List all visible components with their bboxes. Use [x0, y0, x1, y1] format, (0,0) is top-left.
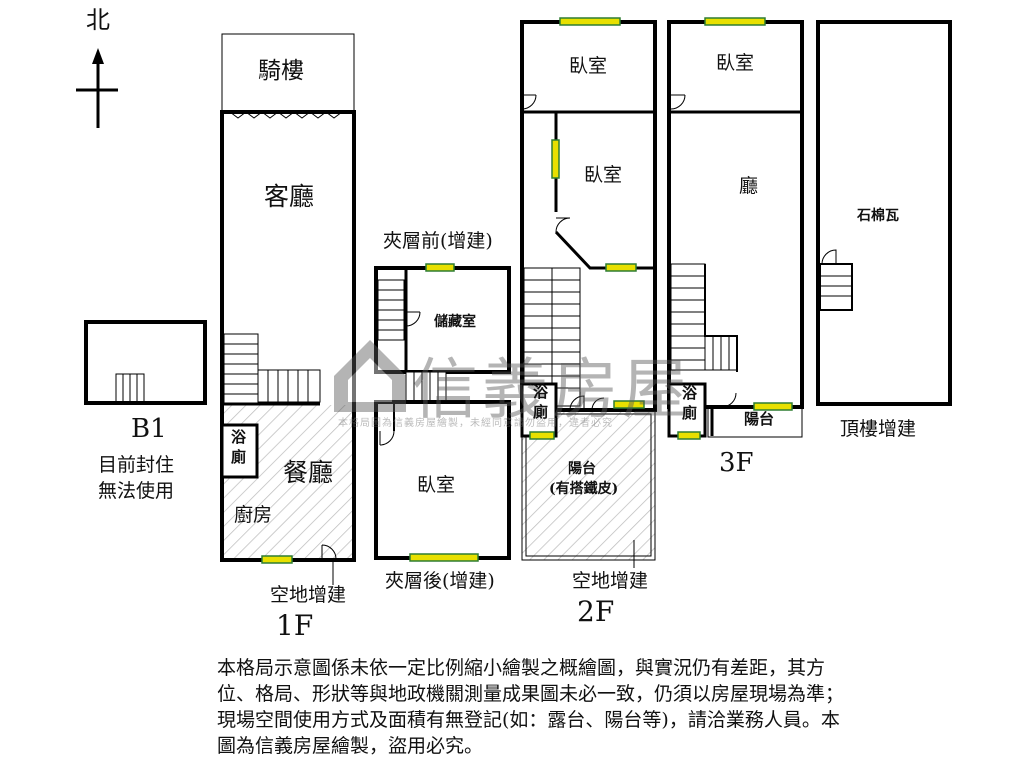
1f-arcade-label: 騎樓	[258, 58, 304, 84]
brand-logo-icon	[334, 340, 406, 412]
3f-hall-label: 廳	[739, 175, 759, 197]
1f-yard-extension-label: 空地增建	[270, 584, 347, 606]
1f-bathroom-label-2: 廁	[231, 448, 247, 466]
3f-title: 3F	[719, 448, 754, 478]
b1-status-line2: 無法使用	[98, 480, 175, 502]
roof-asbestos-tile-label: 石棉瓦	[857, 208, 899, 224]
floor-b1	[84, 320, 207, 405]
watermark-note: 本格局圖為信義房屋繪製，未經同意請勿盜用，違者必究	[338, 418, 613, 429]
compass-north-label: 北	[86, 6, 110, 34]
mezz-bedroom-label: 臥室	[417, 474, 456, 496]
2f-bathroom-label-2: 廁	[533, 403, 549, 421]
compass-arrow-icon	[76, 48, 118, 128]
floor-3f	[667, 17, 804, 440]
3f-bathroom-label-2: 廁	[682, 404, 698, 422]
1f-kitchen-label: 廚房	[234, 504, 273, 526]
3f-bathroom-label-1: 浴	[682, 384, 698, 402]
1f-title: 1F	[276, 609, 314, 642]
2f-yard-extension-label: 空地增建	[572, 570, 649, 592]
disclaimer-text: 本格局示意圖係未依一定比例縮小繪製之概繪圖，與實況仍有差距，其方位、格局、形狀等…	[217, 657, 845, 757]
2f-bathroom-label-1: 浴	[533, 383, 549, 401]
2f-bedroom-top-label: 臥室	[569, 55, 608, 77]
1f-dining-room-label: 餐廳	[283, 458, 334, 487]
watermark: 信義房屋 本格局圖為信義房屋繪製，未經同意請勿盜用，違者必究	[330, 330, 700, 430]
1f-bathroom-label-1: 浴	[231, 428, 247, 446]
2f-balcony-note: (有搭鐵皮)	[549, 481, 619, 497]
3f-balcony-label: 陽台	[744, 410, 775, 428]
mezz-rear-label: 夾層後(增建)	[385, 570, 495, 592]
b1-status-line1: 目前封住	[98, 454, 175, 476]
3f-bedroom-label: 臥室	[716, 52, 755, 74]
2f-balcony-label: 陽台	[568, 461, 596, 477]
watermark-brand: 信義房屋	[412, 351, 692, 428]
floor-1f	[220, 33, 356, 585]
roof-label: 頂樓增建	[840, 418, 917, 440]
mezz-storage-label: 儲藏室	[434, 314, 476, 330]
2f-title: 2F	[577, 595, 615, 628]
1f-living-room-label: 客廳	[264, 182, 315, 211]
2f-bedroom-mid-label: 臥室	[584, 164, 623, 186]
floor-2f	[520, 17, 657, 568]
floor-mezzanine	[374, 263, 511, 562]
b1-title: B1	[131, 414, 167, 444]
floor-roof	[816, 20, 952, 406]
mezz-front-label: 夾層前(增建)	[383, 230, 493, 252]
